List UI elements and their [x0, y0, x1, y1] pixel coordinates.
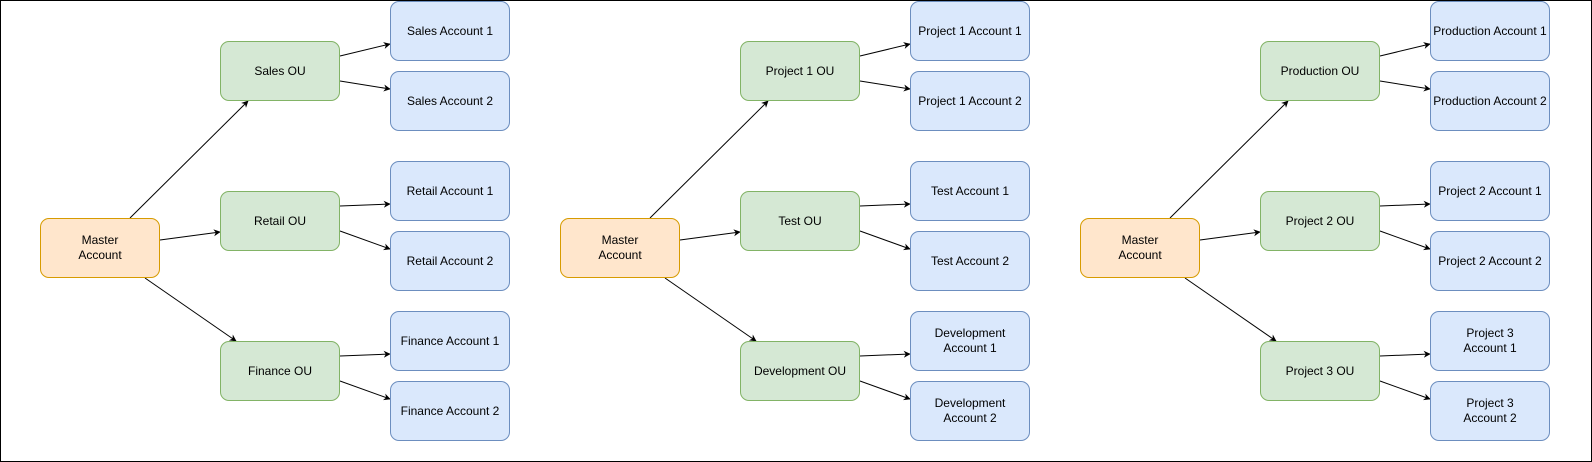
account-node: Development Account 1 — [910, 311, 1030, 371]
root-to-ou-arrow — [144, 277, 237, 342]
ou-node: Project 1 OU — [740, 41, 860, 101]
account-node: Project 2 Account 1 — [1430, 161, 1550, 221]
root-to-ou-arrow — [1199, 229, 1261, 241]
ou-node: Test OU — [740, 191, 860, 251]
ou-node: Sales OU — [220, 41, 340, 101]
ou-node: Project 2 OU — [1260, 191, 1380, 251]
account-node: Project 1 Account 1 — [910, 1, 1030, 61]
ou-to-account-arrow — [339, 80, 391, 92]
account-node: Development Account 2 — [910, 381, 1030, 441]
ou-to-account-arrow — [859, 350, 911, 358]
ou-node: Finance OU — [220, 341, 340, 401]
ou-to-account-arrow — [1379, 42, 1431, 57]
master-account-node: Master Account — [40, 218, 160, 278]
ou-node: Development OU — [740, 341, 860, 401]
account-node: Finance Account 1 — [390, 311, 510, 371]
ou-to-account-arrow — [1379, 80, 1431, 92]
ou-node: Production OU — [1260, 41, 1380, 101]
ou-to-account-arrow — [859, 200, 911, 208]
root-to-ou-arrow — [1169, 100, 1289, 219]
ou-to-account-arrow — [859, 230, 911, 251]
root-to-ou-arrow — [664, 277, 757, 342]
ou-to-account-arrow — [859, 80, 911, 92]
root-to-ou-arrow — [1184, 277, 1277, 342]
account-node: Production Account 1 — [1430, 1, 1550, 61]
account-node: Retail Account 2 — [390, 231, 510, 291]
account-node: Production Account 2 — [1430, 71, 1550, 131]
ou-node: Project 3 OU — [1260, 341, 1380, 401]
account-node: Retail Account 1 — [390, 161, 510, 221]
account-node: Project 3 Account 2 — [1430, 381, 1550, 441]
account-node: Project 1 Account 2 — [910, 71, 1030, 131]
ou-to-account-arrow — [339, 230, 391, 251]
account-node: Sales Account 1 — [390, 1, 510, 61]
ou-node: Retail OU — [220, 191, 340, 251]
ou-to-account-arrow — [859, 380, 911, 401]
ou-to-account-arrow — [1379, 200, 1431, 208]
ou-to-account-arrow — [339, 42, 391, 57]
ou-to-account-arrow — [339, 350, 391, 358]
account-node: Test Account 1 — [910, 161, 1030, 221]
master-account-node: Master Account — [1080, 218, 1200, 278]
account-node: Project 2 Account 2 — [1430, 231, 1550, 291]
ou-to-account-arrow — [339, 200, 391, 208]
root-to-ou-arrow — [159, 229, 221, 241]
account-node: Project 3 Account 1 — [1430, 311, 1550, 371]
account-node: Sales Account 2 — [390, 71, 510, 131]
master-account-node: Master Account — [560, 218, 680, 278]
ou-to-account-arrow — [1379, 380, 1431, 401]
root-to-ou-arrow — [679, 229, 741, 241]
root-to-ou-arrow — [649, 100, 769, 219]
account-node: Test Account 2 — [910, 231, 1030, 291]
account-node: Finance Account 2 — [390, 381, 510, 441]
root-to-ou-arrow — [129, 100, 249, 219]
ou-to-account-arrow — [859, 42, 911, 57]
ou-to-account-arrow — [339, 380, 391, 401]
ou-to-account-arrow — [1379, 350, 1431, 358]
ou-to-account-arrow — [1379, 230, 1431, 251]
